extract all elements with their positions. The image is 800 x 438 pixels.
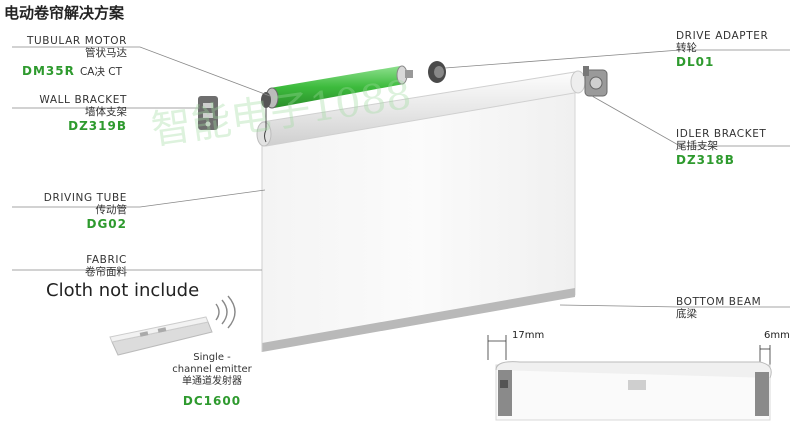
cloth-note: Cloth not include <box>46 280 200 301</box>
fabric-panel <box>261 89 576 352</box>
label-tubular-motor: TUBULAR MOTOR 管状马达 <box>27 35 127 60</box>
label-drive-adapter: DRIVE ADAPTER 转轮 DL01 <box>676 30 768 69</box>
idler-bracket-code: DZ318B <box>676 153 735 167</box>
bottom-beam-detail <box>487 335 772 421</box>
wall-bracket-code: DZ319B <box>68 119 127 133</box>
driving-tube-code: DG02 <box>86 217 127 231</box>
dimension-right: 6mm <box>764 330 790 341</box>
tubular-motor-cn: 管状马达 <box>85 47 127 59</box>
tubular-motor <box>261 65 413 143</box>
drive-adapter-code: DL01 <box>676 55 715 69</box>
leader-lines <box>12 46 790 308</box>
label-emitter: Single - channel emitter 单通道发射器 DC1600 <box>172 352 252 408</box>
dimension-left: 17mm <box>512 330 545 341</box>
fabric-cn: 卷帘面料 <box>85 266 127 278</box>
tubular-motor-code-row: DM35R CA决 CT <box>22 60 122 79</box>
driving-tube-cn: 传动管 <box>95 204 128 216</box>
emitter-code: DC1600 <box>182 394 242 408</box>
label-idler-bracket: IDLER BRACKET 尾插支架 DZ318B <box>676 128 766 167</box>
page-title: 电动卷帘解决方案 <box>4 4 125 22</box>
drive-adapter-cn: 转轮 <box>676 42 697 54</box>
wall-bracket <box>198 96 218 130</box>
emitter-line1: Single - <box>193 352 231 363</box>
label-wall-bracket: WALL BRACKET 墙体支架 DZ319B <box>39 94 127 133</box>
drive-adapter-en: DRIVE ADAPTER <box>676 30 769 42</box>
idler-bracket-cn: 尾插支架 <box>676 140 718 152</box>
emitter-cn: 单通道发射器 <box>182 376 242 387</box>
driving-tube-en: DRIVING TUBE <box>43 192 127 204</box>
label-bottom-beam: BOTTOM BEAM 底梁 <box>676 296 761 321</box>
tubular-motor-overlap: CA决 CT <box>79 66 123 78</box>
fabric-en: FABRIC <box>86 254 127 266</box>
wall-bracket-en: WALL BRACKET <box>39 94 127 106</box>
wall-bracket-cn: 墙体支架 <box>85 106 127 118</box>
tubular-motor-en: TUBULAR MOTOR <box>27 35 127 47</box>
idler-bracket-en: IDLER BRACKET <box>676 128 767 140</box>
label-driving-tube: DRIVING TUBE 传动管 DG02 <box>44 192 127 231</box>
idler-bracket <box>583 66 608 97</box>
label-fabric: FABRIC 卷帘面料 <box>85 254 127 279</box>
emitter-line2: channel emitter <box>172 364 252 375</box>
bottom-beam-en: BOTTOM BEAM <box>676 296 762 308</box>
bottom-beam-cn: 底梁 <box>676 308 697 320</box>
drive-adapter <box>428 61 446 83</box>
tubular-motor-code: DM35R <box>22 64 75 78</box>
remote-emitter <box>109 295 236 356</box>
